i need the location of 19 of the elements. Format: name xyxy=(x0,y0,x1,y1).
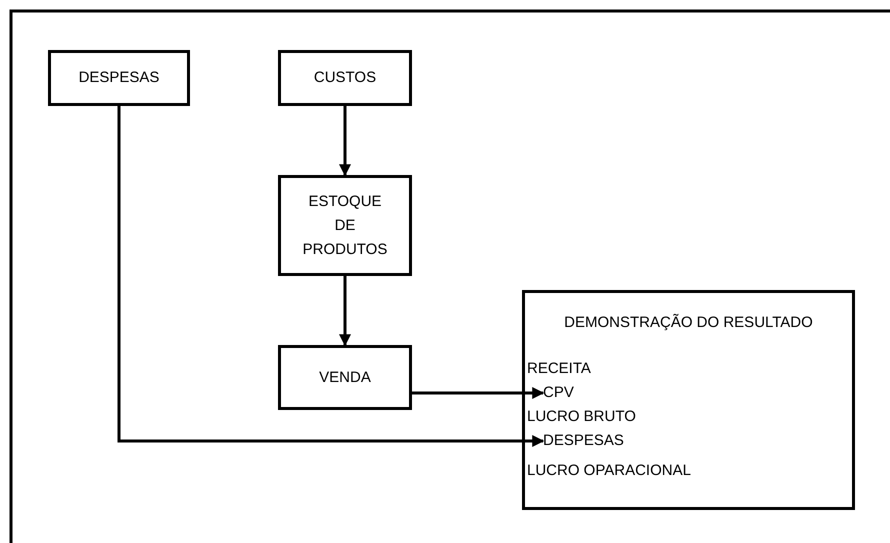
box-label: CUSTOS xyxy=(314,68,376,88)
statement-line: DESPESAS xyxy=(543,431,624,451)
statement-line: RECEITA xyxy=(527,359,591,379)
box-label: ESTOQUE DE PRODUTOS xyxy=(302,192,388,260)
box-label: VENDA xyxy=(319,368,371,388)
process-box xyxy=(278,175,412,276)
process-box xyxy=(278,345,412,410)
box-label: DESPESAS xyxy=(78,68,160,88)
box-label: DEMONSTRAÇÃO DO RESULTADO xyxy=(564,312,813,333)
arrow xyxy=(339,106,351,176)
process-box xyxy=(48,50,190,106)
statement-line: LUCRO OPARACIONAL xyxy=(527,461,691,481)
statement-line: CPV xyxy=(543,383,574,403)
process-box xyxy=(278,50,412,106)
process-box xyxy=(522,290,855,510)
statement-line: LUCRO BRUTO xyxy=(527,407,636,427)
arrow xyxy=(412,387,544,399)
arrow xyxy=(118,106,544,447)
arrow xyxy=(339,276,351,346)
